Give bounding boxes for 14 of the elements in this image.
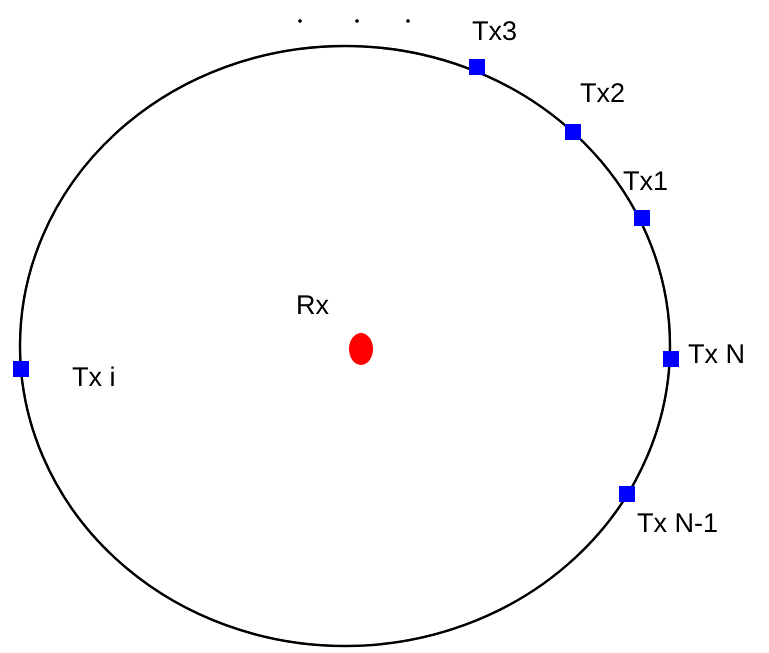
transmitter-marker [13,361,29,377]
transmitter-marker [663,351,679,367]
transmitter-label: Tx1 [623,168,668,195]
receiver-dot [349,333,373,365]
transmitter-label: Tx2 [580,80,626,107]
transmitter-label: Tx N [688,341,745,368]
transmitter-marker [619,486,635,502]
transmitter-label: Tx i [72,364,116,391]
transmitter-marker [634,210,650,226]
transmitter-marker [565,124,581,140]
transmitter-label: Tx N-1 [637,510,718,537]
transmitter-marker [469,59,485,75]
transmitter-label: Tx3 [472,18,518,45]
receiver-label: Rx [296,292,329,319]
